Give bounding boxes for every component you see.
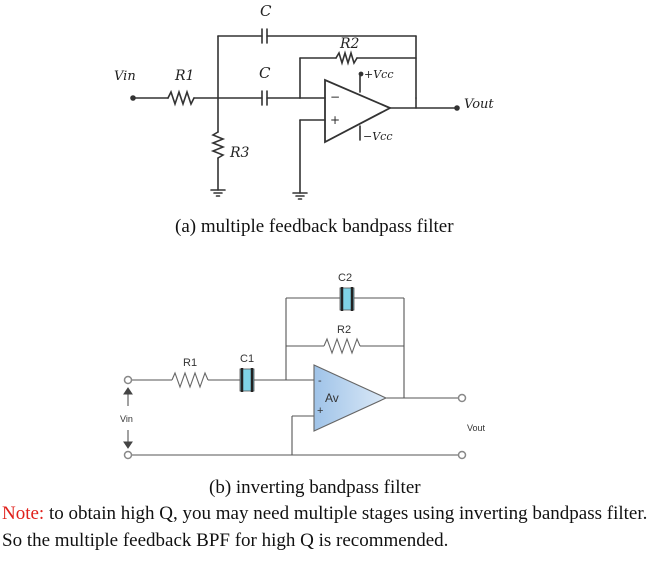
- note-paragraph: Note: to obtain high Q, you may need mul…: [2, 500, 670, 554]
- c2-capacitor-b: [339, 287, 355, 311]
- opamp-b: [313, 364, 388, 432]
- r2-resistor-b: [323, 337, 361, 355]
- label-a-c-top: C: [260, 2, 272, 20]
- label-a-plus: +: [330, 113, 340, 127]
- label-b-av: Av: [325, 391, 339, 405]
- label-a-r2: R2: [339, 36, 360, 52]
- vin-terminal-top: [123, 375, 133, 385]
- r1-resistor-b: [171, 371, 209, 389]
- label-a-vout: Vout: [464, 97, 494, 112]
- label-b-plus: +: [317, 405, 323, 417]
- r3-resistor: [210, 131, 226, 159]
- vout-terminal-top: [457, 393, 467, 403]
- label-b-minus: -: [318, 375, 322, 387]
- label-b-r2: R2: [337, 324, 351, 336]
- c1-capacitor-b: [239, 368, 255, 392]
- opamp-a: [324, 78, 393, 144]
- label-a-c-mid: C: [259, 64, 271, 82]
- label-a-vin: Vin: [114, 69, 136, 84]
- caption-b: (b) inverting bandpass filter: [209, 477, 421, 498]
- label-b-c2: C2: [338, 272, 352, 284]
- label-b-c1: C1: [240, 353, 254, 365]
- r2-resistor: [335, 50, 358, 66]
- label-a-vcc-pos: +Vcc: [364, 68, 393, 81]
- label-a-r1: R1: [174, 68, 194, 84]
- note-text: to obtain high Q, you may need multiple …: [2, 503, 648, 551]
- label-b-r1: R1: [183, 357, 197, 369]
- vout-terminal-bottom: [457, 450, 467, 460]
- r1-resistor: [167, 89, 195, 107]
- label-a-minus: −: [330, 90, 340, 104]
- label-b-vout: Vout: [467, 423, 486, 433]
- vin-arrow: [123, 387, 133, 449]
- diagram-a-hand-drawn-circuit: [130, 28, 460, 200]
- vin-terminal-bottom: [123, 450, 133, 460]
- label-b-vin: Vin: [120, 414, 133, 424]
- circuit-diagrams: C R2 Vin R1 C +Vcc −Vcc Vout − + R3: [114, 2, 494, 460]
- label-a-vcc-neg: −Vcc: [363, 130, 392, 143]
- note-label: Note:: [2, 503, 45, 524]
- label-a-r3: R3: [229, 145, 250, 161]
- diagram-b-inverting-bpf: [130, 297, 460, 456]
- caption-a: (a) multiple feedback bandpass filter: [175, 216, 454, 237]
